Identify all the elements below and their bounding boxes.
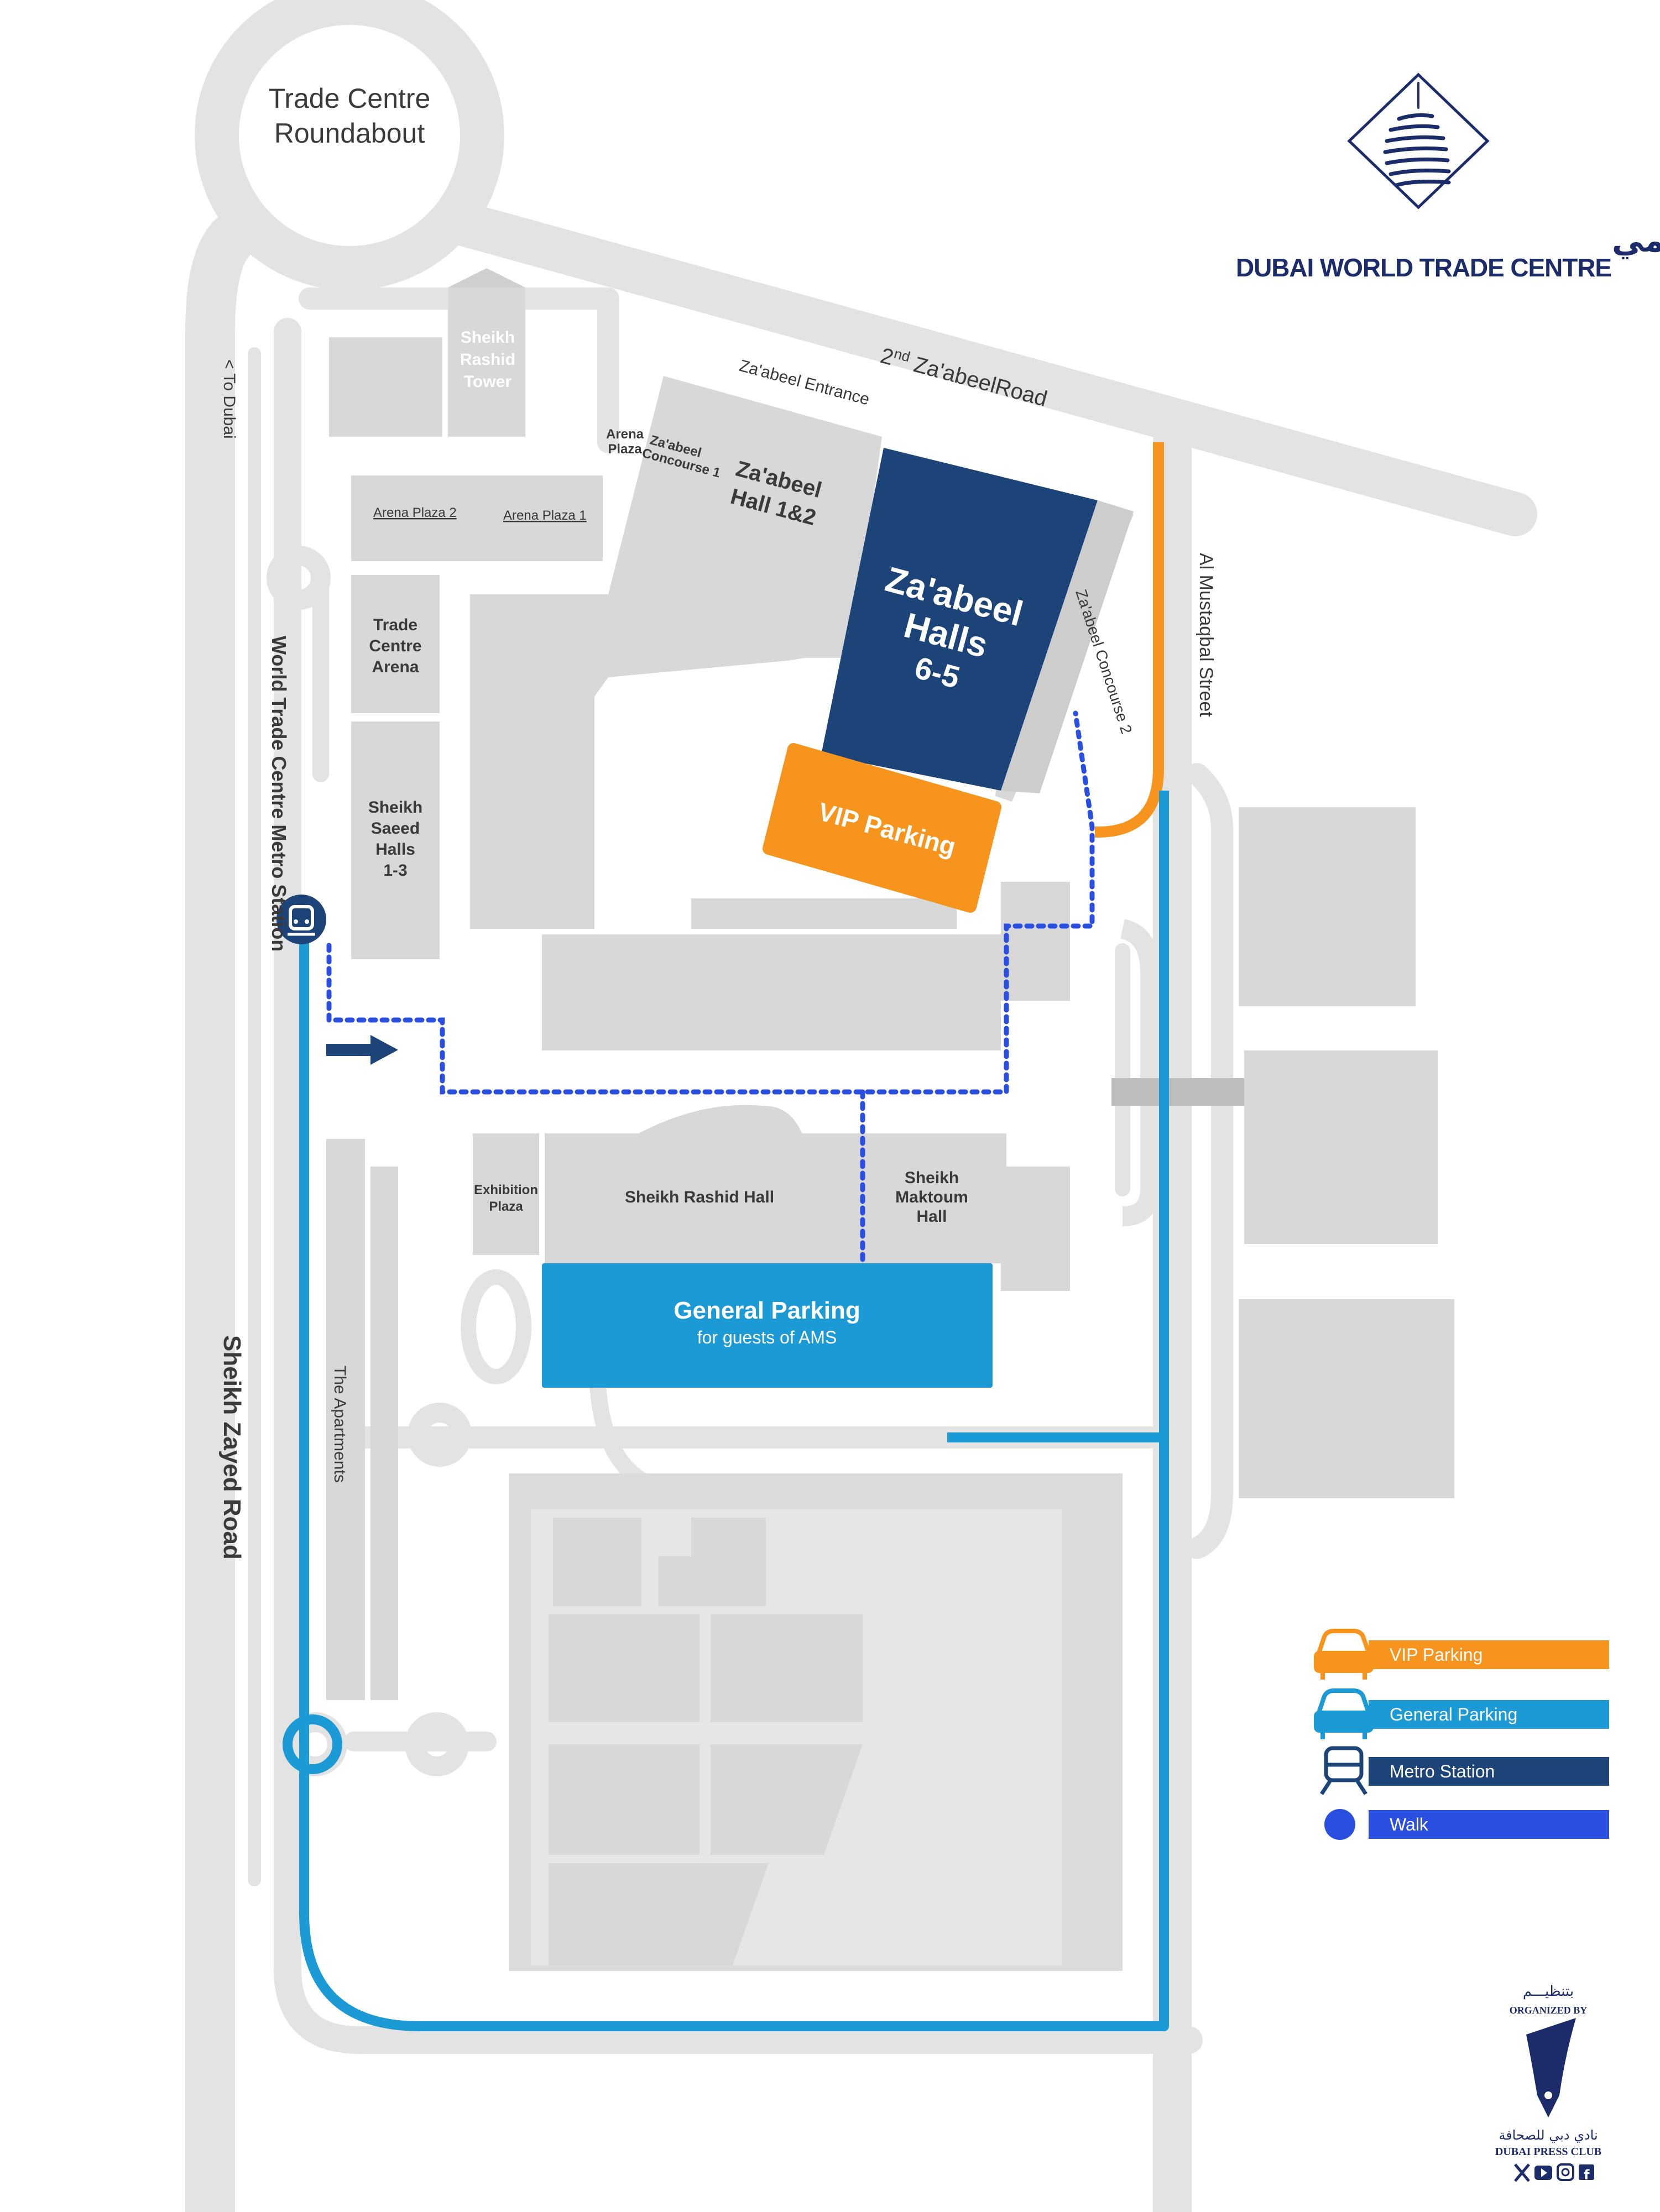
maktoum-label-1: Sheikh [905,1169,959,1187]
metro-station-marker[interactable] [276,895,326,944]
vip-parking-block[interactable] [763,743,1001,913]
maktoum-label-3: Hall [916,1207,947,1226]
youtube-icon[interactable] [1534,2166,1552,2180]
general-parking-label: General Parking [674,1297,860,1324]
exhibition-plaza-label-2: Plaza [489,1199,523,1214]
legend-item-metro: Metro Station [1320,1746,1609,1795]
arena-plaza-label-2: Plaza [608,442,642,457]
dot-icon [1324,1809,1355,1840]
sheikh-rashid-hall-label: Sheikh Rashid Hall [625,1188,774,1206]
legend-label: General Parking [1390,1704,1517,1724]
legend: VIP Parking General Parking Metro Statio… [1314,1629,1609,1840]
saeed-label-2: Saeed [371,819,420,838]
walk-route [326,710,1095,1263]
tower-label-3: Tower [464,373,511,391]
svg-text:f: f [1584,2167,1590,2183]
legend-item-vip: VIP Parking [1314,1629,1609,1680]
organized-by-arabic: بتنظيـــم [1523,1983,1574,2000]
roundabout [195,0,504,290]
legend-label: VIP Parking [1390,1645,1482,1665]
dwtc-emblem-icon [1347,72,1490,210]
tower-label-1: Sheikh [461,328,515,347]
exhibition-plaza-label-1: Exhibition [474,1183,538,1197]
social-icons: f [1514,2163,1594,2183]
dwtc-arabic-name: مركز دبي التجاري العالمي [1612,222,1660,260]
to-dubai-label: < To Dubai [220,359,238,439]
facebook-icon[interactable]: f [1579,2164,1594,2183]
general-parking-sub-label: for guests of AMS [697,1327,837,1347]
sheikh-zayed-label: Sheikh Zayed Road [218,1335,246,1560]
press-club-english: DUBAI PRESS CLUB [1495,2146,1601,2158]
vip-route [1092,442,1164,838]
general-parking-route [299,791,1169,2031]
zaabeel-road [431,199,1537,536]
metro-station-map-label: World Trade Centre Metro Station [268,636,290,951]
arena-plaza-2-label: Arena Plaza 2 [373,505,457,520]
direction-arrow-icon [326,1035,398,1065]
press-club-arabic: نادي دبي للصحافة [1499,2127,1598,2143]
legend-label: Metro Station [1390,1761,1495,1781]
sheikh-zayed-road [185,213,257,2212]
zaabeel-halls-65 [821,448,1098,791]
arena-plaza-label-1: Arena [606,427,644,442]
saeed-label-1: Sheikh [368,798,422,817]
car-icon [1314,1688,1374,1739]
legend-item-walk: Walk [1324,1809,1609,1840]
saeed-label-3: Halls [375,840,415,859]
roundabout-label-2: Roundabout [274,118,425,149]
roundabout-label-1: Trade Centre [269,83,431,114]
zaabeel-hall-12-building [470,376,882,929]
al-mustaqbal-label: Al Mustaqbal Street [1196,553,1217,717]
legend-item-general: General Parking [1314,1688,1609,1739]
organized-by-english: ORGANIZED BY [1510,2005,1588,2016]
arena-label-3: Arena [372,658,419,676]
tower-label-2: Rashid [460,351,515,369]
sheikh-rashid-tower-building [448,287,525,437]
pen-nib-logo-icon [1526,2018,1576,2117]
arena-label-1: Trade [373,616,417,634]
apartments-label: The Apartments [331,1366,349,1483]
car-icon [1314,1629,1374,1680]
organizer-block: بتنظيـــم ORGANIZED BY نادي دبي للصحافة … [1495,1983,1601,2183]
saeed-label-4: 1-3 [383,861,407,880]
arena-plaza-1-label: Arena Plaza 1 [503,508,587,523]
maktoum-label-2: Maktoum [895,1188,968,1206]
x-icon[interactable] [1514,2163,1530,2182]
dwtc-english-name: DUBAI WORLD TRADE CENTRE [1236,253,1612,282]
instagram-icon[interactable] [1557,2163,1574,2181]
arena-label-2: Centre [369,637,421,655]
legend-label: Walk [1390,1814,1429,1834]
general-parking-block[interactable] [542,1263,993,1388]
train-icon [1320,1746,1367,1795]
zaabeel-entrance-label: Za'abeel Entrance [737,357,871,409]
dwtc-logo: مركز دبي التجاري العالمي DUBAI WORLD TRA… [1236,72,1660,282]
